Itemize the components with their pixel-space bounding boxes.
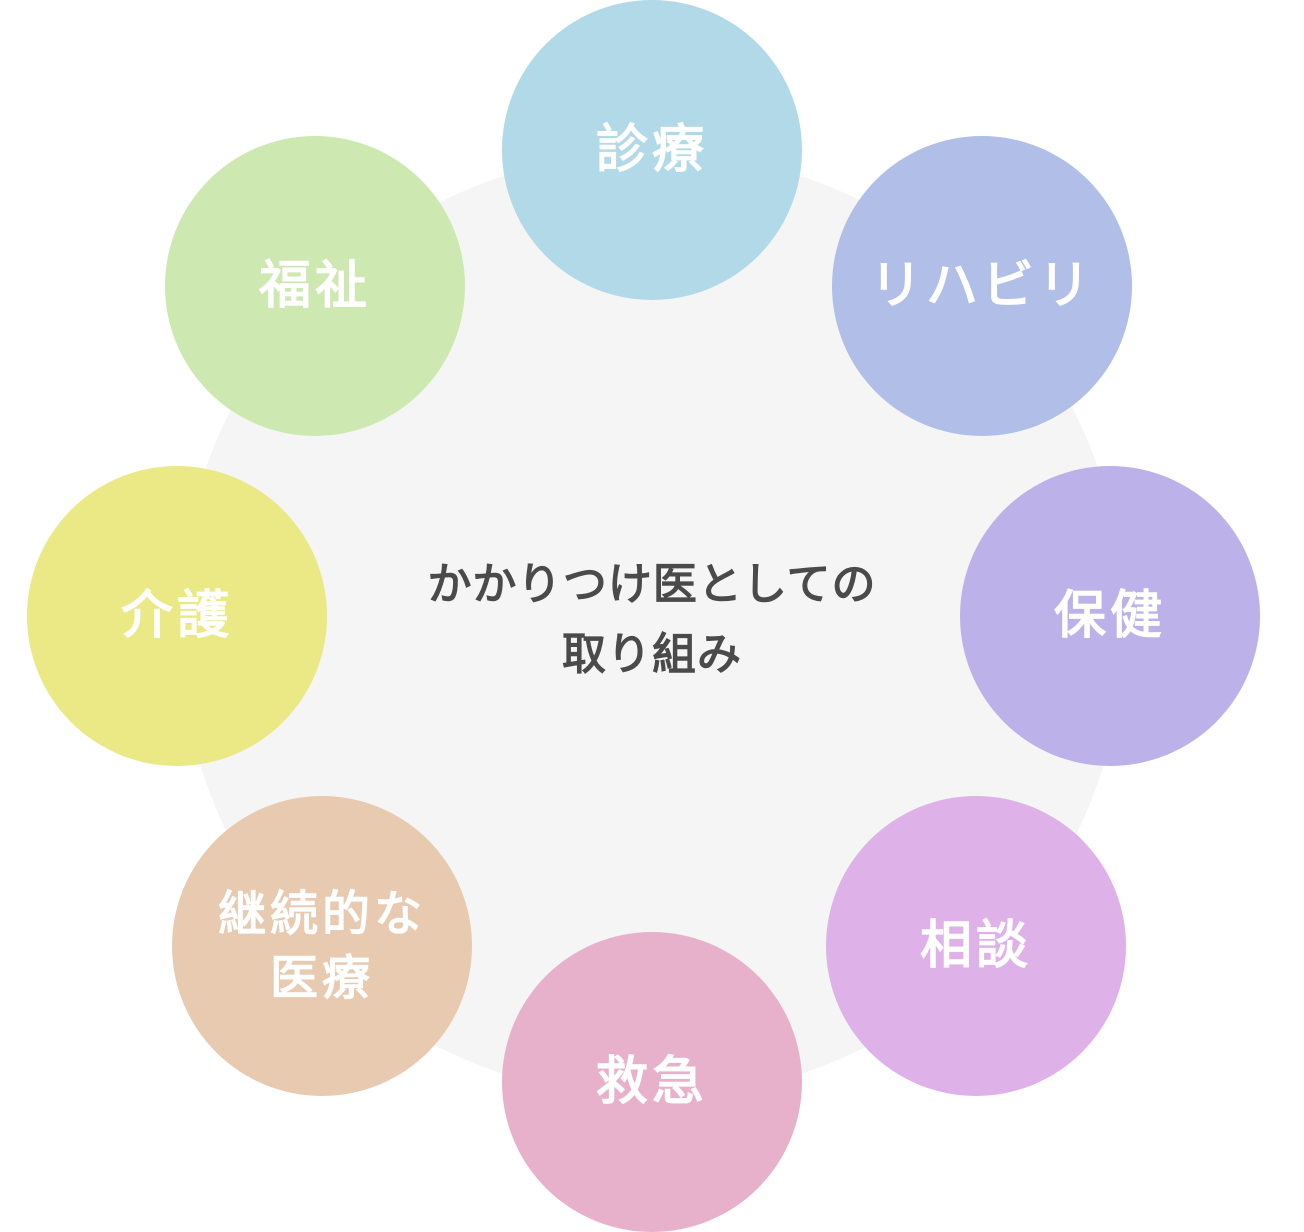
node-label: 福祉 bbox=[258, 256, 371, 316]
node-fukushi: 福祉 bbox=[165, 136, 465, 436]
center-title: かかりつけ医としての 取り組み bbox=[352, 545, 952, 695]
node-rihabiri: リハビリ bbox=[832, 136, 1132, 436]
center-title-line2: 取り組み bbox=[562, 629, 742, 680]
node-keizoku: 継続的な 医療 bbox=[172, 796, 472, 1096]
center-title-line1: かかりつけ医としての bbox=[427, 559, 877, 610]
node-label-line2: 医療 bbox=[269, 950, 374, 1006]
node-kyukyu: 救急 bbox=[502, 932, 802, 1232]
node-label-line1: 継続的な bbox=[217, 886, 426, 942]
node-label: リハビリ bbox=[869, 256, 1094, 316]
node-label: 保健 bbox=[1053, 586, 1166, 646]
node-shinryo: 診療 bbox=[502, 0, 802, 300]
node-sodan: 相談 bbox=[826, 796, 1126, 1096]
node-label: 介護 bbox=[120, 586, 233, 646]
node-kaigo: 介護 bbox=[27, 466, 327, 766]
node-label: 相談 bbox=[919, 916, 1032, 976]
node-hoken: 保健 bbox=[960, 466, 1260, 766]
node-label: 救急 bbox=[595, 1052, 708, 1112]
node-label: 診療 bbox=[595, 120, 708, 180]
